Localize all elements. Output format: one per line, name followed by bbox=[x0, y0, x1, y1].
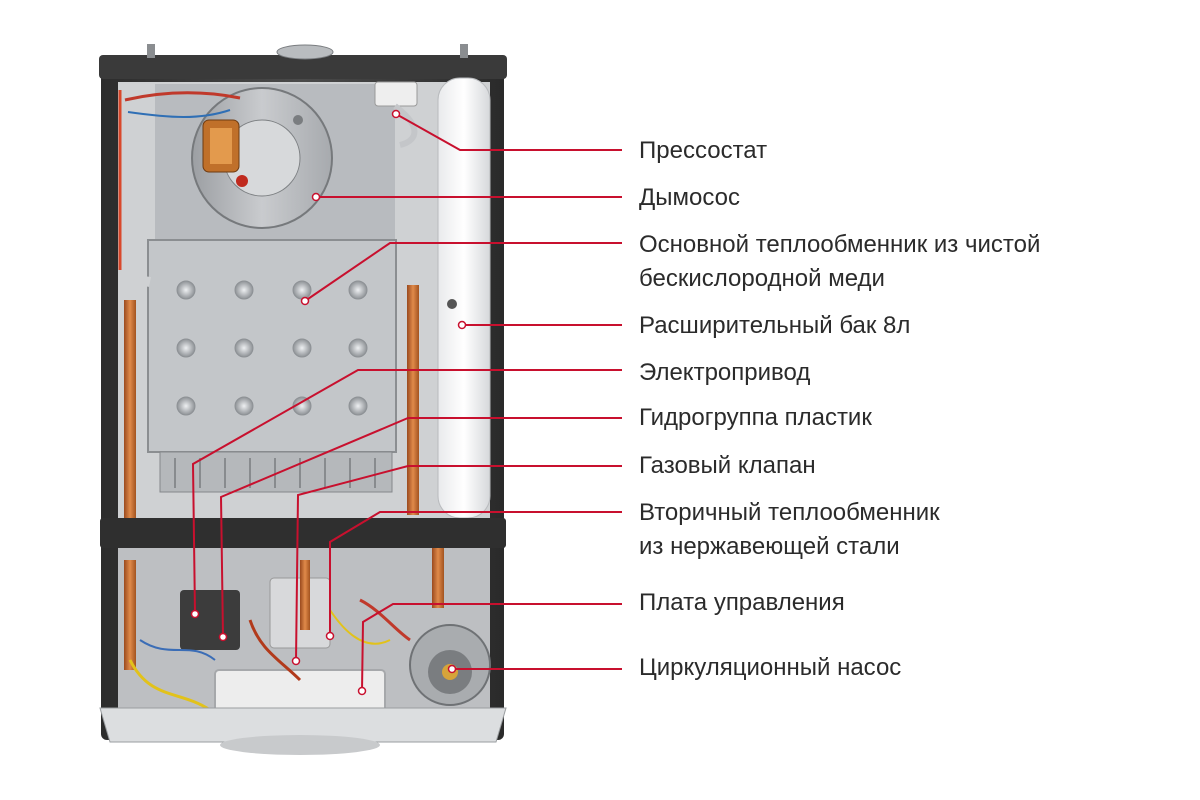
label-line: Электропривод bbox=[639, 356, 1179, 390]
leader-dot-3 bbox=[459, 322, 466, 329]
label-line: Циркуляционный насос bbox=[639, 651, 1179, 685]
label-hydro-group: Гидрогруппа пластик bbox=[639, 401, 1179, 435]
label-expansion-tank: Расширительный бак 8л bbox=[639, 309, 1179, 343]
leader-dot-7 bbox=[327, 633, 334, 640]
leader-dot-1 bbox=[313, 194, 320, 201]
label-line: Вторичный теплообменник bbox=[639, 496, 1179, 530]
label-secondary-heat-exchanger: Вторичный теплообменник из нержавеющей с… bbox=[639, 496, 1179, 564]
leader-dot-9 bbox=[449, 666, 456, 673]
label-line: Дымосос bbox=[639, 181, 1179, 215]
leader-dot-5 bbox=[220, 634, 227, 641]
label-line: Расширительный бак 8л bbox=[639, 309, 1179, 343]
label-main-heat-exchanger: Основной теплообменник из чистой бескисл… bbox=[639, 228, 1179, 296]
label-gas-valve: Газовый клапан bbox=[639, 449, 1179, 483]
label-circulation-pump: Циркуляционный насос bbox=[639, 651, 1179, 685]
label-line: Газовый клапан bbox=[639, 449, 1179, 483]
leader-dot-8 bbox=[359, 688, 366, 695]
label-smoke-exhauster: Дымосос bbox=[639, 181, 1179, 215]
label-line: Гидрогруппа пластик bbox=[639, 401, 1179, 435]
leader-dot-0 bbox=[393, 111, 400, 118]
leader-dot-6 bbox=[293, 658, 300, 665]
leader-dot-4 bbox=[192, 611, 199, 618]
label-line: Основной теплообменник из чистой bbox=[639, 228, 1179, 262]
boiler-illustration bbox=[99, 44, 507, 755]
leader-dot-2 bbox=[302, 298, 309, 305]
label-line: из нержавеющей стали bbox=[639, 530, 1179, 564]
label-control-board: Плата управления bbox=[639, 586, 1179, 620]
label-electric-drive: Электропривод bbox=[639, 356, 1179, 390]
label-line: Плата управления bbox=[639, 586, 1179, 620]
label-pressostat: Прессостат bbox=[639, 134, 1179, 168]
label-line: бескислородной меди bbox=[639, 262, 1179, 296]
label-line: Прессостат bbox=[639, 134, 1179, 168]
